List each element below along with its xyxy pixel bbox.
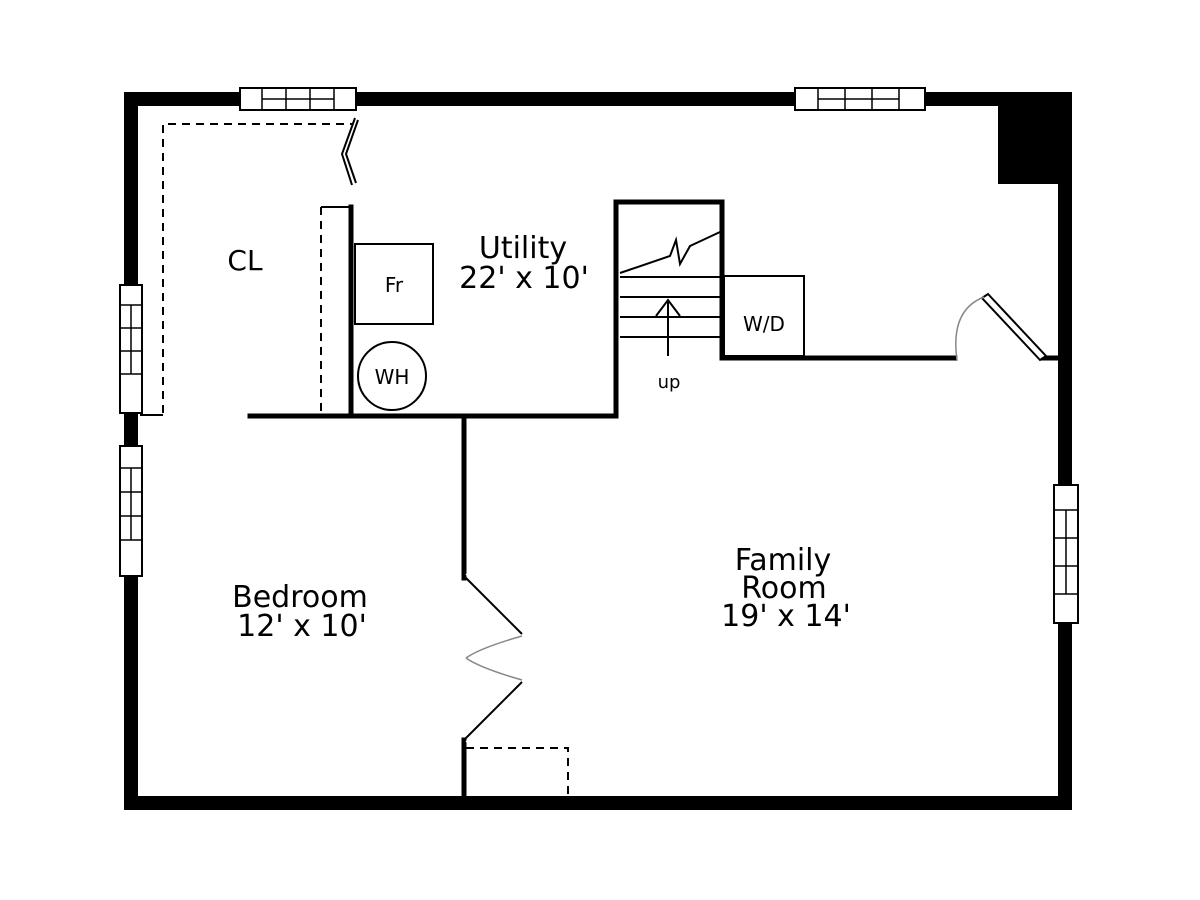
window-right [1053, 484, 1079, 624]
freezer-label: Fr [385, 273, 404, 297]
family-room-name-line1: Family [735, 543, 832, 578]
bedroom-size: 12' x 10' [237, 609, 367, 644]
stairs: up [619, 231, 721, 393]
utility-name: Utility [479, 231, 567, 266]
window-left-lower [119, 445, 143, 577]
family-room-door [955, 292, 1048, 362]
water-heater: WH [357, 341, 427, 411]
washer-dryer: W/D [723, 275, 805, 357]
utility-partitions [247, 199, 1063, 803]
washer-dryer-label: W/D [743, 312, 785, 336]
bedroom-bifold-door [463, 573, 525, 743]
window-top-left [239, 87, 357, 111]
family-room-size: 19' x 14' [721, 599, 851, 634]
closet-label: CL [227, 244, 263, 277]
family-room-name-line2: Room [741, 571, 826, 606]
water-heater-label: WH [375, 365, 410, 389]
closet-door [340, 117, 356, 186]
utility-size: 22' x 10' [459, 261, 589, 296]
stairs-label: up [658, 372, 681, 393]
closet-outline [140, 123, 352, 416]
exterior-walls [124, 92, 1072, 810]
bottom-dashed-box [466, 747, 569, 796]
bedroom-name: Bedroom [232, 580, 368, 615]
corner-block [998, 92, 1070, 184]
freezer: Fr [354, 243, 434, 325]
window-left-upper [119, 284, 143, 414]
window-top-right [794, 87, 926, 111]
